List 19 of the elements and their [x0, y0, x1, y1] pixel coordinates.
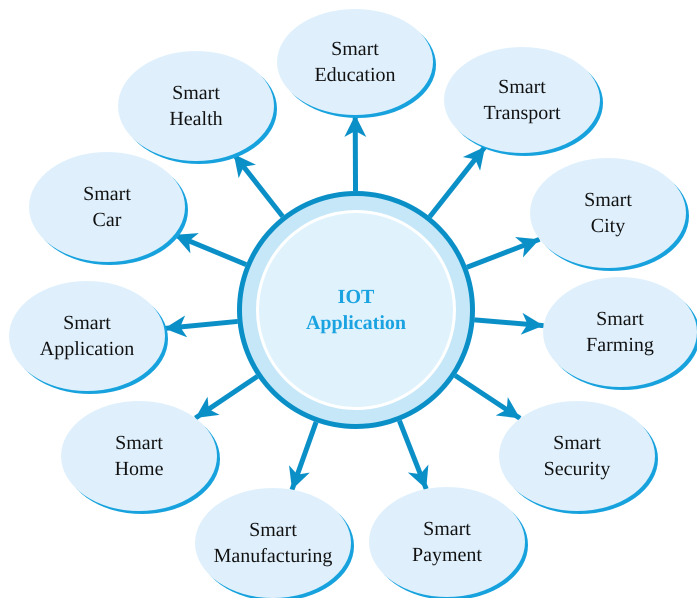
hub-label: IOT Application [304, 285, 408, 336]
arrow [428, 145, 488, 218]
topic-label: Smart Application [40, 311, 134, 362]
arrow [466, 237, 540, 270]
topic-label: Smart Education [314, 37, 396, 88]
topic-label: Smart Manufacturing [214, 518, 332, 569]
arrow [474, 312, 544, 335]
topic-label: Smart Security [544, 431, 610, 482]
topic-label: Smart Car [83, 182, 131, 233]
arrow [397, 420, 429, 490]
topic-label: Smart Farming [586, 307, 654, 358]
arrow [164, 315, 238, 338]
topic-label: Smart Payment [412, 517, 482, 568]
arrow [344, 115, 366, 191]
topic-label: Smart City [584, 188, 632, 239]
topic-label: Smart Transport [483, 75, 561, 126]
topic-label: Smart Home [114, 431, 164, 482]
arrow [289, 421, 318, 490]
topic-label: Smart Health [169, 81, 223, 132]
